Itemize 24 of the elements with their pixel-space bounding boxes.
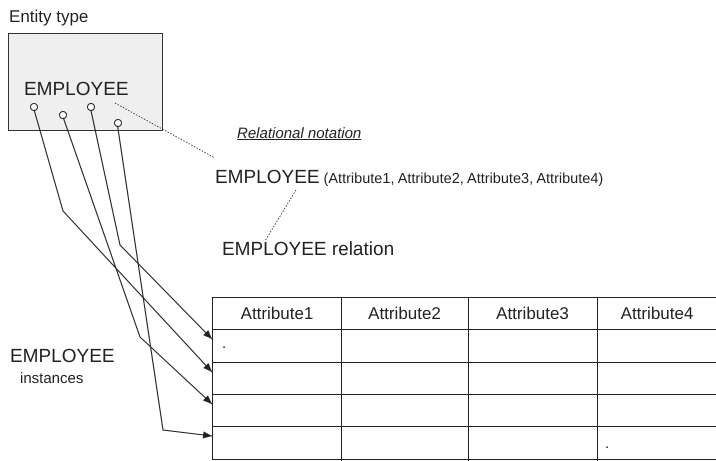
entity-name: EMPLOYEE bbox=[24, 78, 129, 102]
group-label: EMPLOYEE bbox=[10, 345, 115, 369]
arrow bbox=[34, 110, 212, 372]
dot-mark: . bbox=[605, 434, 610, 454]
dot-mark: . bbox=[222, 334, 226, 354]
relation-label: EMPLOYEE relation bbox=[222, 239, 394, 260]
arrow bbox=[117, 126, 212, 438]
dotted-connector bbox=[264, 190, 296, 242]
table-drawing bbox=[212, 297, 716, 460]
dotted-connector bbox=[114, 102, 216, 158]
table-row bbox=[213, 394, 716, 426]
table-row bbox=[213, 426, 716, 461]
column-header: Attribute3 bbox=[496, 302, 569, 325]
arrow bbox=[90, 110, 212, 340]
table-row bbox=[213, 329, 716, 362]
column-header: Attribute1 bbox=[240, 302, 314, 325]
section-heading: Relational notation bbox=[237, 124, 362, 144]
column-header: Attribute4 bbox=[620, 302, 694, 325]
column-header: Attribute2 bbox=[368, 302, 441, 325]
arrow bbox=[62, 118, 212, 404]
relation-schema: EMPLOYEE (Attribute1, Attribute2, Attribute3, Attribute4) bbox=[215, 170, 604, 187]
heading-text: Entity type bbox=[9, 6, 88, 28]
group-sublabel: instances bbox=[20, 369, 84, 389]
table-row bbox=[213, 362, 716, 394]
